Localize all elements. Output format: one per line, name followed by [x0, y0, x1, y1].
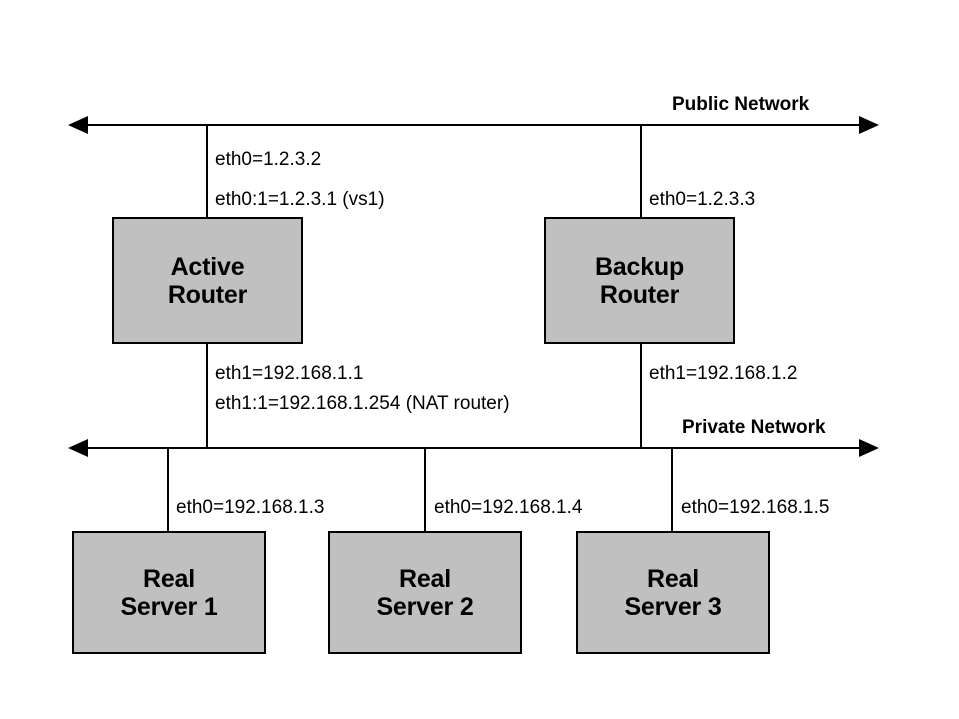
real-server-2-box[interactable]: Real Server 2	[328, 531, 522, 654]
real-server-3-link	[671, 448, 673, 532]
active-router-private-iface-0: eth1=192.168.1.1	[215, 363, 364, 384]
backup-router-private-link	[640, 344, 642, 449]
backup-router-box[interactable]: Backup Router	[544, 217, 735, 344]
active-router-public-iface-1: eth0:1=1.2.3.1 (vs1)	[215, 189, 385, 210]
active-router-private-iface-1: eth1:1=192.168.1.254 (NAT router)	[215, 393, 510, 414]
active-router-label-line2: Router	[167, 280, 248, 309]
real-server-1-label-line1: Real	[142, 564, 195, 593]
real-server-3-label-line2: Server 3	[624, 592, 722, 621]
public-network-label: Public Network	[672, 94, 810, 115]
real-server-2-label-line2: Server 2	[376, 592, 474, 621]
public-network-left-arrowhead	[68, 116, 88, 134]
private-network-right-arrowhead	[859, 439, 879, 457]
private-network-bus-line	[86, 447, 861, 449]
public-network-bus-line	[86, 124, 861, 126]
real-server-2-iface: eth0=192.168.1.4	[434, 497, 583, 518]
active-router-label-line1: Active	[170, 252, 245, 281]
real-server-3-iface: eth0=192.168.1.5	[681, 497, 830, 518]
public-network-right-arrowhead	[859, 116, 879, 134]
active-router-public-link	[206, 125, 208, 218]
real-server-1-iface: eth0=192.168.1.3	[176, 497, 325, 518]
real-server-2-link	[424, 448, 426, 532]
private-network-left-arrowhead	[68, 439, 88, 457]
backup-router-private-iface-0: eth1=192.168.1.2	[649, 363, 798, 384]
private-network-label: Private Network	[682, 417, 826, 438]
real-server-1-label-line2: Server 1	[120, 592, 218, 621]
backup-router-label-line2: Router	[599, 280, 680, 309]
active-router-private-link	[206, 344, 208, 449]
backup-router-public-iface-0: eth0=1.2.3.3	[649, 189, 756, 210]
active-router-public-iface-0: eth0=1.2.3.2	[215, 149, 322, 170]
backup-router-public-link	[640, 125, 642, 218]
real-server-1-box[interactable]: Real Server 1	[72, 531, 266, 654]
real-server-3-box[interactable]: Real Server 3	[576, 531, 770, 654]
real-server-1-link	[167, 448, 169, 532]
real-server-3-label-line1: Real	[646, 564, 699, 593]
active-router-box[interactable]: Active Router	[112, 217, 303, 344]
backup-router-label-line1: Backup	[594, 252, 685, 281]
real-server-2-label-line1: Real	[398, 564, 451, 593]
